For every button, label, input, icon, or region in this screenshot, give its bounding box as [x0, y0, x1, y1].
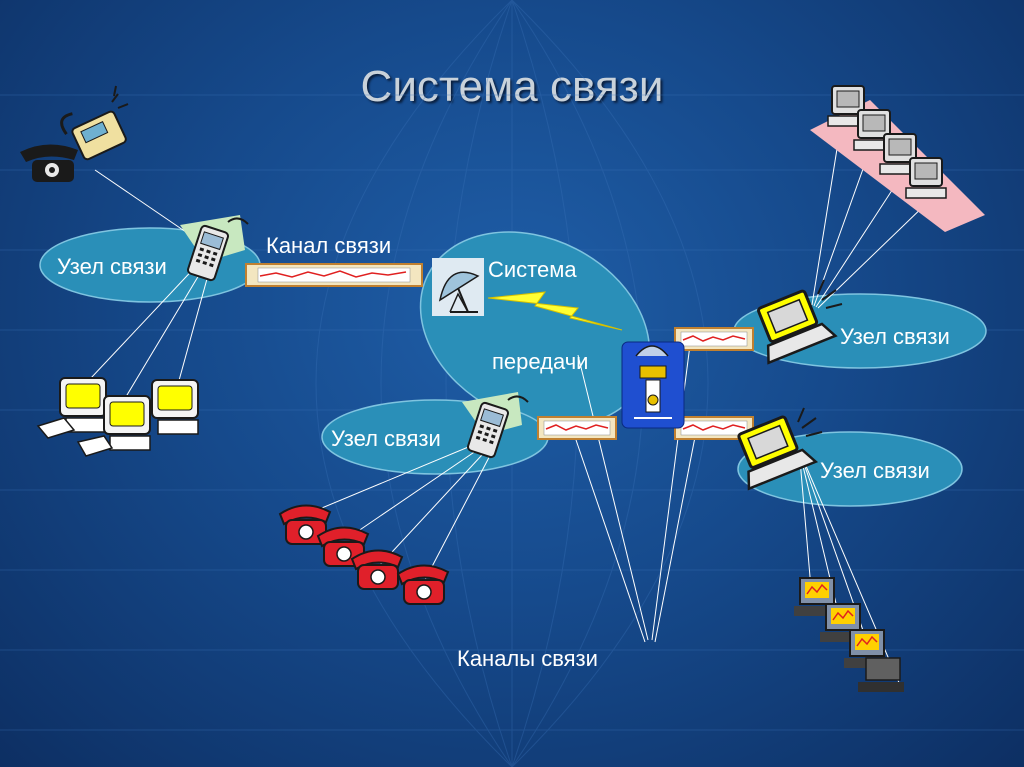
system-label-line2: передачи [492, 349, 588, 375]
node-right-top-label: Узел связи [840, 324, 950, 350]
red-telephone-group-icon [280, 505, 448, 604]
channel-chart-icon [538, 417, 616, 439]
node-right-bottom-label: Узел связи [820, 458, 930, 484]
satellite-tower-icon [622, 342, 684, 428]
channels-bottom-label: Каналы связи [457, 646, 598, 672]
system-label-line1: Система [488, 257, 577, 283]
signal-lines [798, 408, 822, 436]
node-center-label: Узел связи [331, 426, 441, 452]
telephone-fax-icon [20, 86, 128, 182]
channel-top-label: Канал связи [266, 233, 391, 259]
channel-chart-icon [246, 264, 422, 286]
monitor-row-icon [794, 578, 904, 692]
computer-group-icon [38, 378, 198, 456]
computer-row-icon [810, 86, 985, 232]
channel-chart-icon [675, 328, 753, 350]
node-left-label: Узел связи [57, 254, 167, 280]
satellite-dish-icon [432, 258, 484, 316]
